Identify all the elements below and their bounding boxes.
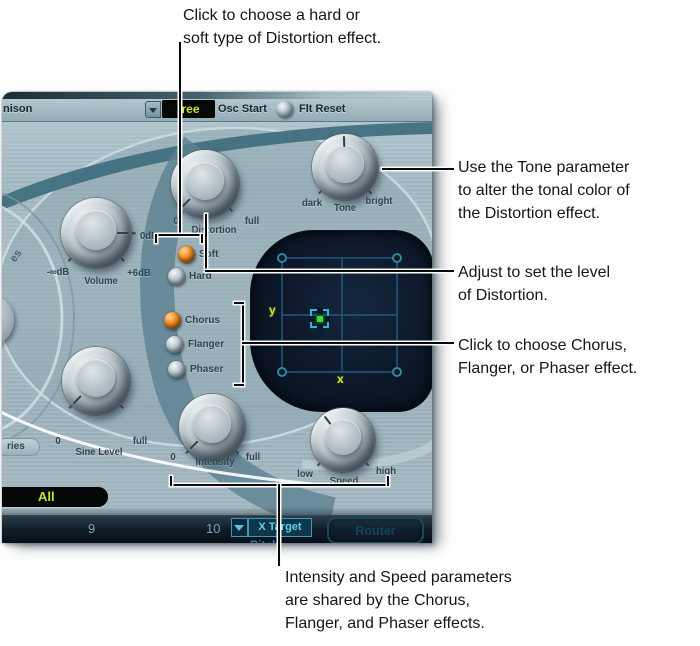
sine-level-knob[interactable] bbox=[59, 344, 133, 418]
xy-pad-cursor[interactable] bbox=[309, 308, 330, 329]
x-target-value-clipped: Pitch bbox=[250, 538, 312, 543]
connector-distortion-level-vertical bbox=[205, 214, 207, 272]
y-axis-label: y bbox=[269, 303, 276, 317]
x-target-button[interactable]: X Target bbox=[248, 518, 312, 537]
synth-effects-panel: nison free Osc Start Flt Reset y x bbox=[2, 92, 432, 543]
router-slot-9[interactable]: 9 bbox=[88, 521, 96, 536]
connector-distortion-level-horizontal bbox=[205, 270, 454, 272]
radio-soft-label: Soft bbox=[199, 249, 219, 260]
connector-distortion-type-tick-right bbox=[201, 234, 203, 243]
all-value-field[interactable]: All bbox=[2, 487, 108, 507]
sine-level-label: Sine Level bbox=[75, 447, 123, 458]
volume-min-label: -∞dB bbox=[46, 267, 70, 278]
annotation-distortion-type: Click to choose a hard or soft type of D… bbox=[183, 7, 382, 47]
series-button-fragment[interactable]: ries bbox=[2, 438, 40, 456]
router-slot-10[interactable]: 10 bbox=[206, 521, 221, 536]
connector-effects-horizontal bbox=[242, 342, 454, 344]
speed-label: Speed bbox=[329, 476, 359, 487]
tone-label: Tone bbox=[334, 203, 356, 214]
sine-level-max-label: full bbox=[132, 436, 148, 447]
connector-tone-horizontal bbox=[382, 168, 454, 170]
osc-start-dropdown-button[interactable] bbox=[145, 101, 161, 118]
connector-effects-tick-bottom bbox=[234, 384, 244, 386]
x-axis-label: x bbox=[337, 372, 344, 386]
distortion-label: Distortion bbox=[191, 225, 237, 236]
distortion-knob[interactable] bbox=[168, 147, 242, 221]
sine-level-knob-arc bbox=[68, 404, 124, 409]
xy-pad-cursor-dot bbox=[316, 315, 323, 322]
osc-start-label: Osc Start bbox=[218, 103, 267, 115]
sine-level-min-label: 0 bbox=[55, 436, 61, 447]
flt-reset-label: Flt Reset bbox=[299, 103, 346, 115]
connector-distortion-type-bracket bbox=[155, 234, 203, 236]
x-target-dropdown-button[interactable] bbox=[231, 518, 248, 537]
volume-max-label: +6dB bbox=[127, 268, 151, 279]
speed-max-label: high bbox=[375, 466, 397, 477]
intensity-label: Intensity bbox=[195, 457, 235, 468]
radio-phaser[interactable] bbox=[168, 361, 185, 378]
radio-flanger[interactable] bbox=[166, 336, 183, 353]
connector-effects-bracket-vertical bbox=[242, 302, 244, 386]
annotation-distortion-level: Adjust to set the level of Distortion. bbox=[458, 264, 611, 304]
router-button[interactable]: Router bbox=[327, 517, 424, 543]
distortion-min-label: 0 bbox=[173, 216, 179, 227]
annotation-effect-choice: Click to choose Chorus, Flanger, or Phas… bbox=[458, 337, 638, 377]
speed-min-label: low bbox=[297, 469, 313, 480]
tone-max-label: bright bbox=[365, 196, 393, 207]
annotation-intensity-speed: Intensity and Speed parameters are share… bbox=[285, 569, 512, 632]
flt-reset-button[interactable] bbox=[276, 101, 293, 118]
intensity-max-label: full bbox=[245, 452, 261, 463]
radio-soft[interactable] bbox=[178, 246, 195, 263]
connector-intensity-speed-tick-left bbox=[170, 476, 172, 486]
radio-flanger-label: Flanger bbox=[188, 339, 225, 350]
connector-distortion-type-vertical bbox=[179, 42, 181, 236]
connector-intensity-speed-vertical bbox=[278, 484, 280, 566]
radio-chorus[interactable] bbox=[164, 312, 181, 329]
distortion-max-label: full bbox=[244, 216, 260, 227]
radio-hard-label: Hard bbox=[189, 271, 212, 282]
xy-pad-grid bbox=[277, 253, 402, 377]
dropdown-triangle-icon bbox=[234, 525, 244, 531]
panel-top-bar: nison free Osc Start Flt Reset bbox=[2, 99, 432, 122]
radio-phaser-label: Phaser bbox=[190, 364, 224, 375]
osc-start-value-field[interactable]: free bbox=[162, 100, 215, 118]
speed-knob[interactable] bbox=[308, 405, 378, 475]
xy-pad[interactable]: y x bbox=[250, 230, 432, 412]
dropdown-triangle-icon bbox=[149, 108, 157, 113]
intensity-min-label: 0 bbox=[170, 452, 176, 463]
panel-top-edge bbox=[2, 92, 432, 99]
intensity-knob[interactable] bbox=[176, 391, 248, 463]
annotation-tone: Use the Tone parameter to alter the tona… bbox=[458, 159, 630, 222]
radio-chorus-label: Chorus bbox=[185, 315, 220, 326]
intensity-knob-arc bbox=[184, 450, 240, 455]
volume-mid-label: 0dB bbox=[140, 231, 158, 242]
unison-label-fragment: nison bbox=[3, 103, 33, 115]
tone-min-label: dark bbox=[301, 198, 323, 209]
modulation-router-strip: 9 10 X Target Pitch Router bbox=[2, 507, 432, 543]
volume-label: Volume bbox=[84, 276, 118, 287]
connector-distortion-type-tick-left bbox=[155, 234, 157, 243]
connector-intensity-speed-tick-right bbox=[387, 476, 389, 486]
volume-knob[interactable] bbox=[58, 195, 136, 271]
radio-hard[interactable] bbox=[168, 268, 185, 285]
tone-knob[interactable] bbox=[309, 131, 381, 203]
connector-effects-tick-top bbox=[234, 302, 244, 304]
